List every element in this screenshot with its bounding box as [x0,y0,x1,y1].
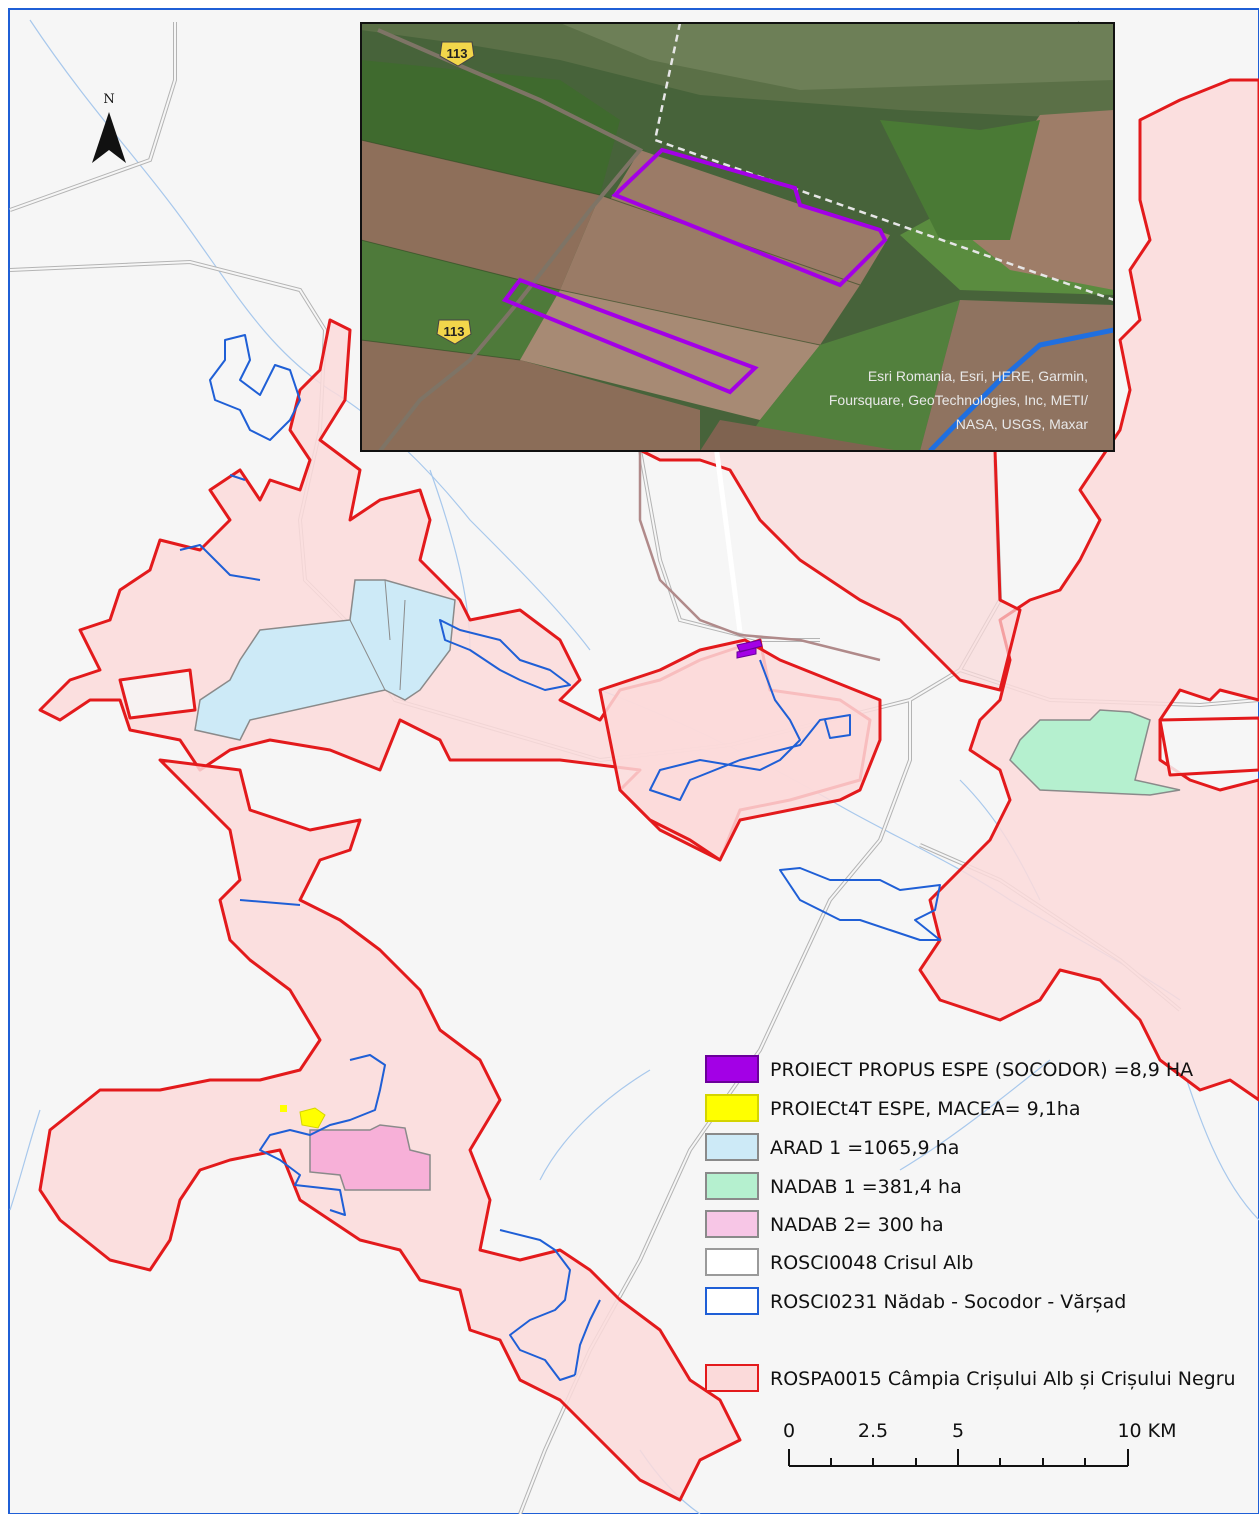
legend-item: PROIECT PROPUS ESPE (SOCODOR) =8,9 HA [705,1055,1193,1083]
legend-swatch [705,1248,759,1276]
legend-item: ROSPA0015 Câmpia Crișului Alb și Crișulu… [705,1364,1236,1392]
socodor-project-area[interactable] [736,639,763,659]
legend-item: PROIECt4T ESPE, MACEA= 9,1ha [705,1094,1080,1122]
legend-swatch [705,1210,759,1238]
legend-label: ROSCI0048 Crisul Alb [770,1252,973,1274]
north-label: N [103,92,114,107]
legend-item: NADAB 2= 300 ha [705,1210,944,1238]
north-arrow: N [92,92,126,163]
rospa-northeast-polygon [638,448,1022,692]
inset-aerial-map[interactable]: 113 113 Esri Romania, Esri, HERE, Garmin… [360,22,1115,452]
rospa-east-hole [1158,716,1259,777]
rospa-west-hole [118,668,197,720]
rosci0048-area[interactable] [638,450,881,662]
legend-swatch [705,1094,759,1122]
arad1-area[interactable] [194,579,456,741]
legend-item: NADAB 1 =381,4 ha [705,1172,962,1200]
legend-swatch [705,1287,759,1315]
road-shield-113-bottom: 113 [436,319,472,345]
scale-bar-line [788,1449,1129,1467]
legend: PROIECT PROPUS ESPE (SOCODOR) =8,9 HA PRO… [705,1055,1236,1392]
scale-tick-0: 0 [783,1420,795,1442]
road-shield-113-top: 113 [439,41,475,67]
legend-swatch [705,1364,759,1392]
inset-attribution: Esri Romania, Esri, HERE, Garmin, Foursq… [829,368,1088,432]
svg-text:113: 113 [444,324,465,339]
scale-tick-5: 5 [952,1420,964,1442]
scale-bar: 0 2.5 5 10 KM [783,1420,1177,1467]
macea-project-area[interactable] [280,1105,326,1129]
legend-label: ROSCI0231 Nădab - Socodor - Vărșad [770,1291,1126,1313]
legend-swatch [705,1133,759,1161]
legend-label: NADAB 2= 300 ha [770,1214,944,1236]
nadab2-area[interactable] [309,1124,431,1191]
legend-label: ROSPA0015 Câmpia Crișului Alb și Crișulu… [770,1368,1236,1390]
svg-text:NASA, USGS, Maxar: NASA, USGS, Maxar [956,416,1089,432]
legend-label: PROIECT PROPUS ESPE (SOCODOR) =8,9 HA [770,1059,1193,1081]
inset-frame [360,22,1115,452]
legend-item: ARAD 1 =1065,9 ha [705,1133,959,1161]
svg-text:Esri Romania, Esri, HERE, Garm: Esri Romania, Esri, HERE, Garmin, [868,368,1088,384]
svg-text:113: 113 [447,46,468,61]
svg-text:Foursquare, GeoTechnologies, I: Foursquare, GeoTechnologies, Inc, METI/ [829,392,1088,408]
legend-item: ROSCI0231 Nădab - Socodor - Vărșad [705,1287,1126,1315]
legend-label: NADAB 1 =381,4 ha [770,1176,962,1198]
legend-item: ROSCI0048 Crisul Alb [705,1248,973,1276]
nadab1-area[interactable] [1009,709,1181,796]
rosci0231-areas[interactable] [179,334,941,1381]
legend-swatch [705,1055,759,1083]
scale-tick-10-km: 10 KM [1117,1420,1176,1442]
rospa-center-polygon [598,638,882,862]
legend-label: PROIECt4T ESPE, MACEA= 9,1ha [770,1098,1080,1120]
scale-tick-2-5: 2.5 [858,1420,888,1442]
legend-label: ARAD 1 =1065,9 ha [770,1137,959,1159]
legend-swatch [705,1172,759,1200]
